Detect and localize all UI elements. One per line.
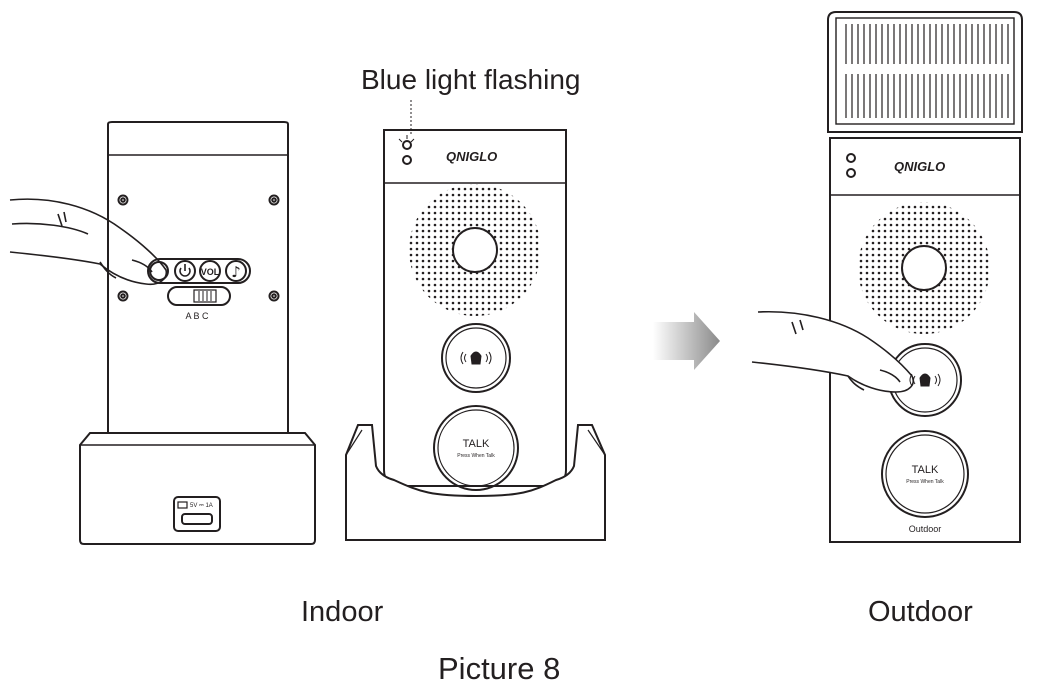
indoor-unit-front xyxy=(345,100,606,541)
talk-sublabel: Press When Talk xyxy=(457,453,495,459)
brand-logo: QNIGLO xyxy=(894,159,945,174)
figure-caption: Picture 8 xyxy=(438,651,561,686)
bell-icon xyxy=(909,373,941,387)
talk-sublabel: Press When Talk xyxy=(906,479,944,485)
power-icon xyxy=(174,260,196,282)
screw-icon xyxy=(117,194,280,302)
svg-text:VOL: VOL xyxy=(201,267,220,277)
indoor-unit-back: VOL ♪ xyxy=(9,121,316,545)
outdoor-unit xyxy=(751,11,1023,543)
talk-label: TALK xyxy=(912,464,939,476)
arrow-right-icon xyxy=(653,312,720,370)
indoor-caption: Indoor xyxy=(301,596,384,628)
outdoor-device-label: Outdoor xyxy=(909,524,942,534)
pointing-finger xyxy=(9,198,168,286)
svg-text:♪: ♪ xyxy=(231,263,241,281)
bell-icon xyxy=(460,351,492,365)
brand-logo: QNIGLO xyxy=(446,149,497,164)
outdoor-caption: Outdoor xyxy=(868,596,973,628)
switch-labels: A B C xyxy=(185,311,209,321)
talk-label: TALK xyxy=(463,438,490,450)
led-callout: Blue light flashing xyxy=(361,64,581,95)
solar-panel-icon xyxy=(845,24,1009,118)
port-label: 5V ⎓ 1A xyxy=(190,503,213,509)
music-note-icon xyxy=(225,260,247,282)
